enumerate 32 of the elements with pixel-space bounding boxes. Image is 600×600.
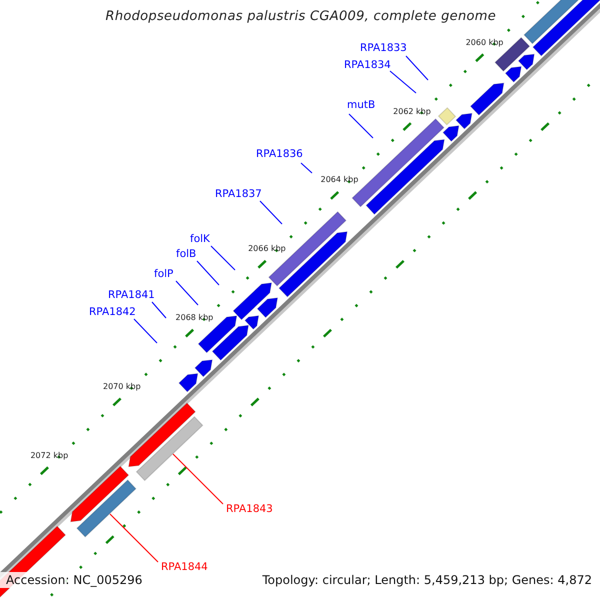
leader-line [348, 114, 374, 138]
gene-label: mutB [347, 100, 376, 110]
scale-label: 2064 kbp [320, 176, 358, 184]
leader-line [210, 246, 236, 270]
scale-label: 2068 kbp [176, 314, 214, 322]
gene-label: RPA1837 [215, 189, 262, 200]
gene-label: RPA1844 [161, 562, 208, 572]
genome-summary: Topology: circular; Length: 5,459,213 bp; Genes: 4,872 [262, 572, 592, 588]
gene-label: RPA1841 [108, 290, 155, 300]
leader-line [176, 280, 198, 306]
leader-line [134, 318, 158, 344]
gene-label: RPA1836 [256, 149, 303, 160]
gene-bar [136, 416, 204, 482]
leader-line [260, 200, 282, 224]
gene-label: RPA1833 [360, 43, 407, 54]
leader-line [390, 70, 416, 94]
leader-line [196, 260, 220, 286]
leader-line [300, 162, 312, 174]
leader-line [152, 302, 166, 318]
leader-line [172, 454, 224, 504]
gene-label: RPA1842 [89, 307, 136, 318]
gene-label: folB [176, 249, 196, 260]
gene-bar [76, 479, 137, 538]
leader-line [110, 514, 158, 562]
gene-label: folP [154, 269, 174, 280]
gene-label: RPA1834 [344, 60, 391, 70]
gene-label: RPA1843 [226, 504, 273, 514]
scale-label: 2062 kbp [393, 108, 431, 116]
scale-label: 2066 kbp [248, 245, 286, 254]
title: Rhodopseudomonas palustris CGA009, complete genome [104, 10, 497, 23]
gene-label: folK [190, 234, 210, 244]
leader-line [406, 56, 428, 80]
